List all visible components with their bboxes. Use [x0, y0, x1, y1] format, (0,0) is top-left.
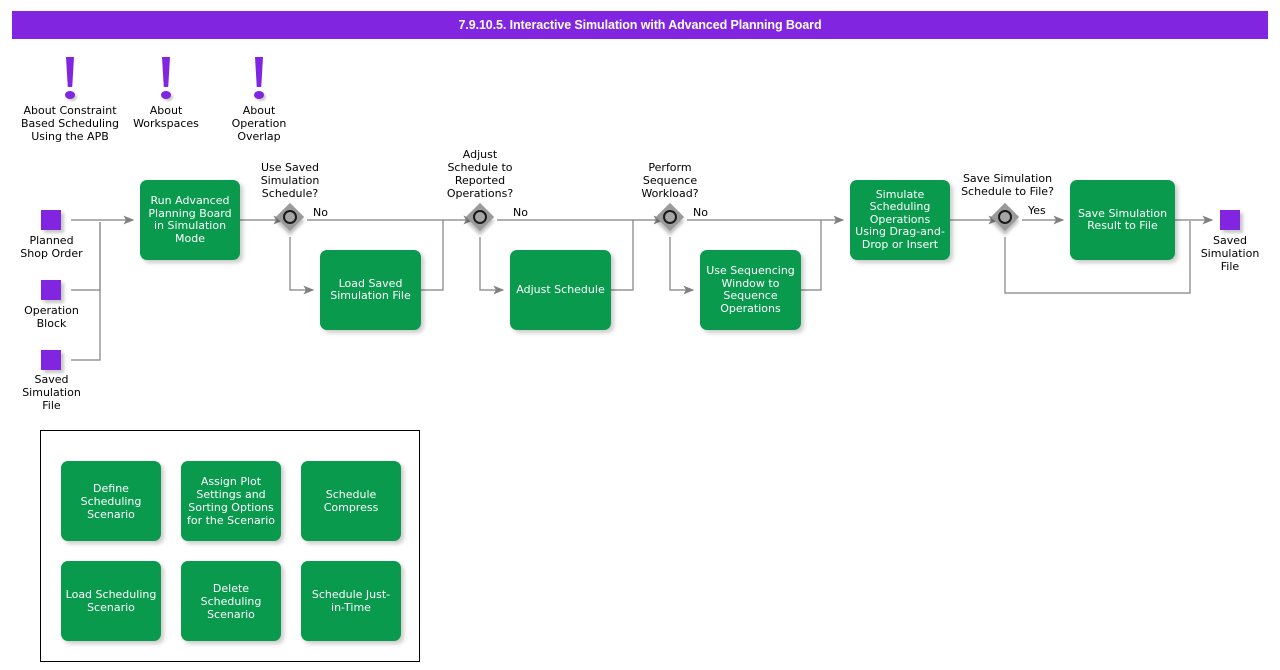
process-save-simulation-result[interactable]: Save Simulation Result to File	[1070, 180, 1175, 260]
legend-delete-scheduling-scenario[interactable]: Delete Scheduling Scenario	[181, 561, 281, 641]
exclamation-bar	[255, 57, 263, 87]
exclamation-bar	[66, 57, 74, 87]
legend-label: Load Scheduling Scenario	[65, 588, 157, 614]
data-label-operation-block: Operation Block	[24, 304, 79, 330]
process-label: Save Simulation Result to File	[1077, 206, 1168, 232]
legend-label: Delete Scheduling Scenario	[200, 581, 262, 621]
page-title: 7.9.10.5. Interactive Simulation with Ad…	[12, 11, 1268, 39]
decision-question-adjust-schedule-to-reported-operations: Adjust Schedule to Reported Operations?	[446, 148, 514, 200]
exclamation-dot	[161, 91, 171, 99]
note-label-constraint-based-scheduling[interactable]: About Constraint Based Scheduling Using …	[20, 104, 120, 143]
legend-define-scheduling-scenario[interactable]: Define Scheduling Scenario	[61, 461, 161, 541]
decision-ring-icon	[663, 210, 677, 224]
legend-assign-plot-settings[interactable]: Assign Plot Settings and Sorting Options…	[181, 461, 281, 541]
process-use-sequencing-window[interactable]: Use Sequencing Window to Sequence Operat…	[700, 250, 801, 330]
decision-question-save-simulation-schedule-to-file: Save Simulation Schedule to File?	[961, 172, 1054, 198]
data-label-planned-shop-order: Planned Shop Order	[20, 234, 83, 260]
legend-label: Schedule Compress	[323, 488, 379, 514]
data-node-planned-shop-order[interactable]	[41, 210, 61, 230]
exclamation-icon[interactable]	[252, 57, 266, 103]
process-label: Use Sequencing Window to Sequence Operat…	[706, 264, 795, 315]
legend-label: Define Scheduling Scenario	[80, 481, 142, 521]
legend-panel: Define Scheduling Scenario Assign Plot S…	[40, 430, 420, 662]
legend-schedule-compress[interactable]: Schedule Compress	[301, 461, 401, 541]
branch-label-yes: Yes	[1028, 204, 1046, 217]
legend-label: Assign Plot Settings and Sorting Options…	[187, 475, 275, 527]
data-label-output-saved-simulation-file: Saved Simulation File	[1200, 234, 1260, 273]
decision-perform-sequence-workload[interactable]	[655, 202, 690, 237]
data-node-saved-simulation-file[interactable]	[41, 350, 61, 370]
process-adjust-schedule[interactable]: Adjust Schedule	[510, 250, 611, 330]
note-label-workspaces[interactable]: About Workspaces	[133, 104, 199, 130]
process-label: Adjust Schedule	[516, 282, 605, 296]
process-run-apb-simulation[interactable]: Run Advanced Planning Board in Simulatio…	[140, 180, 240, 260]
decision-ring-icon	[998, 210, 1012, 224]
exclamation-icon[interactable]	[159, 57, 173, 103]
note-label-operation-overlap[interactable]: About Operation Overlap	[231, 104, 287, 143]
branch-label-no-2: No	[513, 206, 528, 219]
process-label: Load Saved Simulation File	[330, 276, 411, 302]
decision-save-simulation-schedule-to-file[interactable]	[990, 202, 1025, 237]
process-label: Simulate Scheduling Operations Using Dra…	[855, 187, 945, 251]
branch-label-no-1: No	[313, 206, 328, 219]
data-label-saved-simulation-file: Saved Simulation File	[22, 373, 81, 412]
exclamation-dot	[254, 91, 264, 99]
exclamation-icon[interactable]	[63, 57, 77, 103]
decision-question-use-saved-simulation-schedule: Use Saved Simulation Schedule?	[260, 161, 320, 200]
exclamation-bar	[162, 57, 170, 87]
process-label: Run Advanced Planning Board in Simulatio…	[148, 194, 232, 245]
process-load-saved-simulation-file[interactable]: Load Saved Simulation File	[320, 250, 421, 330]
process-simulate-scheduling-operations[interactable]: Simulate Scheduling Operations Using Dra…	[850, 180, 950, 260]
legend-load-scheduling-scenario[interactable]: Load Scheduling Scenario	[61, 561, 161, 641]
decision-adjust-schedule-to-reported-operations[interactable]	[465, 202, 500, 237]
decision-use-saved-simulation-schedule[interactable]	[275, 202, 310, 237]
decision-ring-icon	[283, 210, 297, 224]
legend-label: Schedule Just- in-Time	[311, 588, 391, 614]
decision-question-perform-sequence-workload: Perform Sequence Workload?	[641, 161, 699, 200]
decision-ring-icon	[473, 210, 487, 224]
legend-schedule-just-in-time[interactable]: Schedule Just- in-Time	[301, 561, 401, 641]
data-node-output-saved-simulation-file[interactable]	[1220, 210, 1240, 230]
data-node-operation-block[interactable]	[41, 280, 61, 300]
branch-label-no-3: No	[693, 206, 708, 219]
exclamation-dot	[65, 91, 75, 99]
